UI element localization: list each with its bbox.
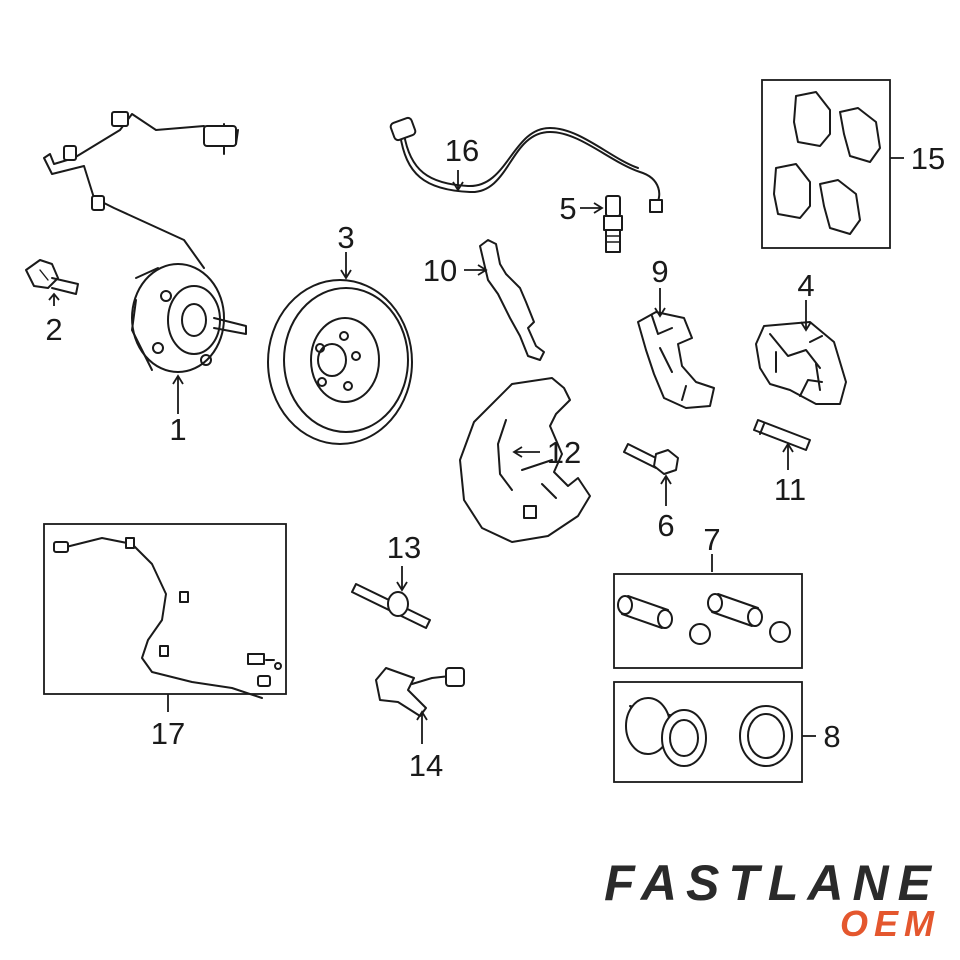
- callout-15: 15: [911, 141, 945, 176]
- callout-4: 4: [797, 268, 814, 303]
- leader-14: [416, 710, 428, 744]
- part-6-bolt[interactable]: [623, 443, 679, 475]
- leader-6: [660, 474, 672, 506]
- part-13-pin[interactable]: [351, 583, 431, 629]
- callout-16: 16: [445, 133, 479, 168]
- callout-7: 7: [703, 522, 720, 557]
- part-3-brake-rotor[interactable]: [267, 279, 413, 445]
- part-11-guide-pin[interactable]: [753, 419, 811, 451]
- part-1-wheel-hub[interactable]: [43, 111, 247, 373]
- part-16-brake-hose[interactable]: [389, 116, 663, 213]
- brand-logo-wordmark: FASTLANE: [604, 855, 940, 911]
- leader-2: [48, 292, 60, 306]
- part-2-bolt[interactable]: [25, 259, 79, 295]
- part-8-piston-seal[interactable]: [625, 697, 793, 767]
- leader-4: [800, 300, 812, 332]
- callout-labels: 1 2 3 4 5 6 7 8 9 10 11 12 13 14 15 16 1…: [45, 133, 945, 783]
- callout-12: 12: [547, 435, 581, 470]
- callout-3: 3: [337, 220, 354, 255]
- part-10-pad-clip[interactable]: [479, 239, 545, 361]
- part-5-bleeder-valve[interactable]: [603, 195, 623, 253]
- callout-1: 1: [169, 412, 186, 447]
- part-15-box: [761, 79, 891, 249]
- callout-13: 13: [387, 530, 421, 565]
- part-12-dust-shield[interactable]: [459, 377, 591, 543]
- leader-12: [512, 446, 540, 458]
- part-8-box: [613, 681, 803, 783]
- callout-9: 9: [651, 254, 668, 289]
- callout-14: 14: [409, 748, 443, 783]
- part-7-box: [613, 573, 803, 669]
- part-7-piston-kit[interactable]: [617, 593, 791, 645]
- part-15-brake-pads[interactable]: [773, 91, 881, 235]
- brand-logo-sub: OEM: [839, 903, 940, 944]
- leader-13: [396, 566, 408, 592]
- callout-17: 17: [151, 716, 185, 751]
- leader-11: [782, 442, 794, 470]
- leader-16: [452, 170, 464, 192]
- callout-5: 5: [559, 191, 576, 226]
- leader-9: [654, 288, 666, 318]
- callout-8: 8: [823, 719, 840, 754]
- leader-lines: [48, 157, 904, 744]
- leader-5: [580, 202, 604, 214]
- callout-11: 11: [774, 472, 806, 507]
- part-9-caliper-bracket[interactable]: [637, 311, 715, 409]
- callout-10: 10: [423, 253, 457, 288]
- callout-2: 2: [45, 312, 62, 347]
- part-14-wear-sensor[interactable]: [375, 667, 465, 717]
- part-4-caliper[interactable]: [755, 321, 847, 405]
- leader-10: [464, 264, 488, 276]
- part-17-box: [43, 523, 287, 695]
- leader-3: [340, 252, 352, 280]
- part-17-abs-sensor[interactable]: [53, 537, 282, 699]
- leader-1: [172, 374, 184, 414]
- callout-6: 6: [657, 508, 674, 543]
